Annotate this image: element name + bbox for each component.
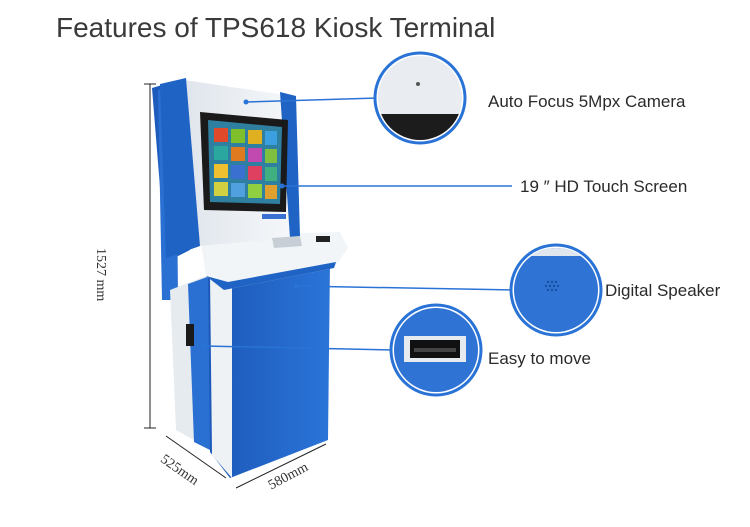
callout-lines [203, 97, 515, 351]
height-dimension: 1527 mm [93, 248, 108, 302]
camera-label: Auto Focus 5Mpx Camera [488, 92, 686, 111]
vent-callout [389, 303, 483, 397]
speaker-callout [509, 243, 603, 337]
dimension-lines [144, 83, 327, 489]
screen-app-tiles [214, 128, 277, 199]
easy-to-move-label: Easy to move [488, 349, 591, 368]
camera-callout [373, 51, 467, 145]
speaker-label: Digital Speaker [605, 281, 721, 300]
touch-screen-label: 19 ″ HD Touch Screen [520, 177, 688, 196]
page-title: Features of TPS618 Kiosk Terminal [56, 12, 496, 43]
kiosk-body [152, 78, 348, 478]
